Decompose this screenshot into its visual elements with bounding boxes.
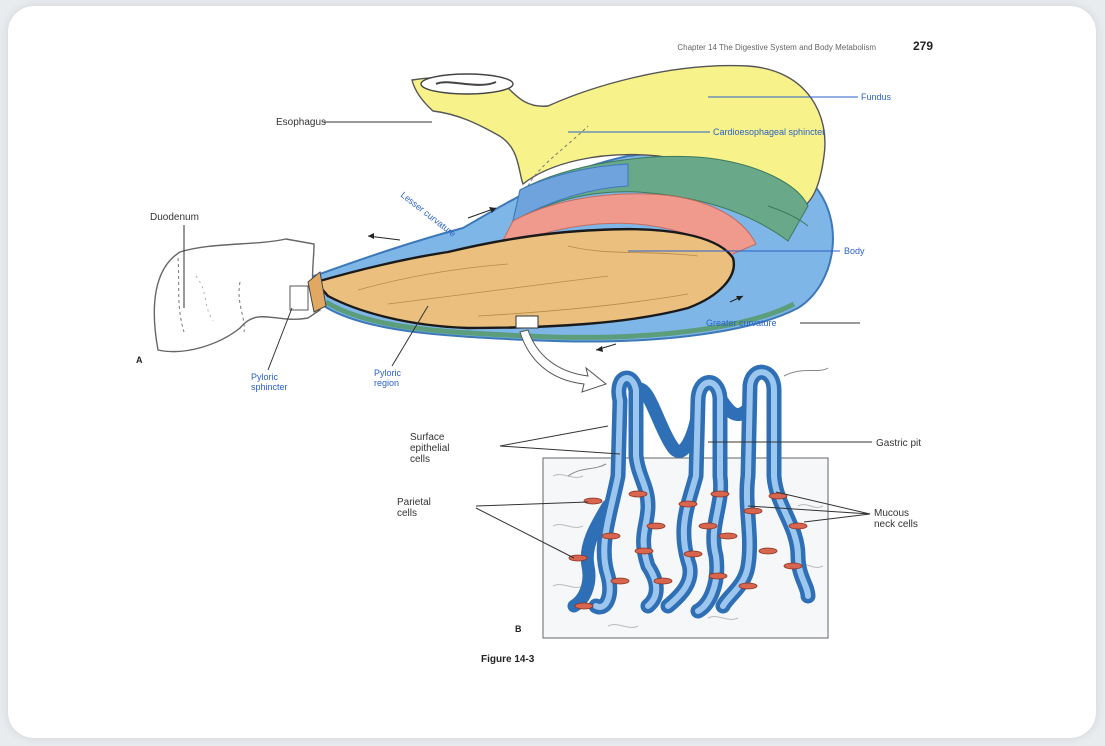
label-greater-curvature: Greater curvature: [706, 318, 777, 328]
label-cardioesophageal-sphincter: Cardioesophageal sphincter: [713, 127, 825, 137]
label-pyloric-region-2: region: [374, 378, 399, 388]
panel-a-letter: A: [136, 355, 143, 365]
label-body: Body: [844, 246, 865, 256]
gastric-gland-illustration: [543, 368, 828, 638]
label-esophagus: Esophagus: [276, 117, 326, 128]
label-parietal-cells-1: Parietal: [397, 497, 431, 508]
label-surface-epithelial-2: epithelial: [410, 443, 449, 454]
stomach-diagram: Chapter 14 The Digestive System and Body…: [8, 6, 1096, 738]
figure-card: Chapter 14 The Digestive System and Body…: [8, 6, 1096, 738]
running-title: Chapter 14 The Digestive System and Body…: [677, 43, 876, 52]
label-pyloric-sphincter-2: sphincter: [251, 382, 288, 392]
figure-caption: Figure 14-3: [481, 654, 535, 665]
label-gastric-pit: Gastric pit: [876, 438, 921, 449]
label-surface-epithelial-1: Surface: [410, 432, 445, 443]
panel-b-letter: B: [515, 624, 522, 634]
label-mucous-neck-1: Mucous: [874, 508, 909, 519]
label-fundus: Fundus: [861, 92, 892, 102]
label-parietal-cells-2: cells: [397, 508, 417, 519]
label-surface-epithelial-3: cells: [410, 454, 430, 465]
label-lesser-curvature: Lesser curvature: [399, 190, 458, 239]
label-mucous-neck-2: neck cells: [874, 519, 918, 530]
page-number: 279: [913, 39, 933, 53]
label-pyloric-region-1: Pyloric: [374, 368, 402, 378]
stomach-illustration: [154, 66, 833, 392]
label-pyloric-sphincter-1: Pyloric: [251, 372, 279, 382]
label-duodenum: Duodenum: [150, 212, 199, 223]
